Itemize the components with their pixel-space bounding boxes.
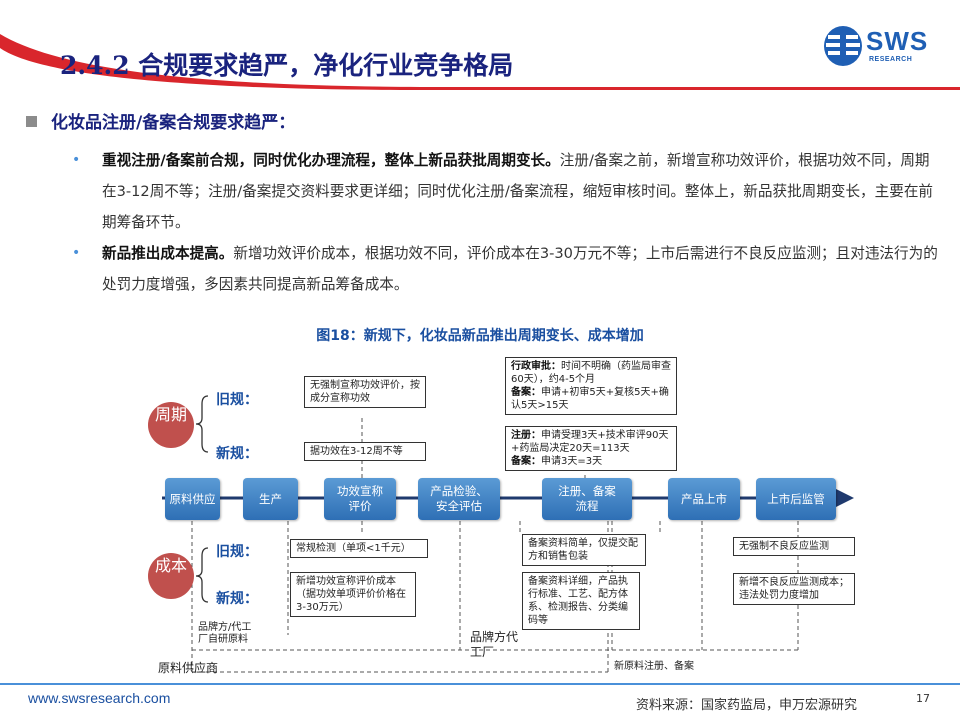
note-bold: 备案：	[511, 387, 541, 398]
cost-new-label: 新规：	[216, 591, 258, 607]
cycle-circle: 周期	[148, 402, 194, 448]
cost-old-label: 旧规：	[216, 544, 258, 560]
note-text: 时间不明确（药监局审查60天），约4-5个月	[511, 361, 671, 385]
brand-factory-label: 品牌方/代工厂自研原料	[198, 622, 252, 645]
note-bold: 行政审批：	[511, 361, 561, 372]
stage-production: 生产	[243, 478, 298, 520]
sws-logo: SWS RESEARCH	[822, 24, 942, 70]
section-heading-text: 化妆品注册/备案合规要求趋严：	[51, 113, 296, 133]
section-heading: 化妆品注册/备案合规要求趋严：	[26, 108, 296, 133]
page-title: 2.4.2 合规要求趋严，净化行业竞争格局	[60, 51, 514, 80]
bullet-bold: 新品推出成本提高。	[102, 245, 234, 262]
stage-efficacy-evaluation: 功效宣称评价	[324, 478, 396, 520]
footer-url[interactable]: www.swsresearch.com	[28, 690, 171, 706]
material-supplier-label: 原料供应商	[158, 661, 219, 675]
footer-divider	[0, 683, 960, 685]
bullet-bold: 重视注册/备案前合规，同时优化办理流程，整体上新品获批周期变长。	[102, 152, 560, 169]
header-swoosh	[0, 0, 960, 90]
note-text: 申请+初审5天+复核5天+确认5天>15天	[511, 387, 669, 411]
bullet-item: • 新品推出成本提高。新增功效评价成本，根据功效不同，评价成本在3-30万元不等…	[72, 238, 942, 300]
cost-new-test-note: 新增功效宣称评价成本（据功效单项评价价格在3-30万元）	[290, 572, 416, 617]
note-bold: 备案：	[511, 456, 541, 467]
note-bold: 注册：	[511, 430, 541, 441]
cycle-new-registration-note: 注册：申请受理3天+技术审评90天+药监局决定20天=113天 备案：申请3天=…	[505, 426, 677, 471]
cycle-old-efficacy-note: 无强制宣称功效评价，按成分宣称功效	[304, 376, 426, 408]
figure-title: 图18：新规下，化妆品新品推出周期变长、成本增加	[316, 328, 644, 344]
logo-subtext: RESEARCH	[869, 56, 913, 63]
footer-source: 资料来源：国家药监局，申万宏源研究	[636, 698, 858, 713]
logo-text: SWS	[866, 26, 929, 56]
stage-product-testing: 产品检验、安全评估	[418, 478, 500, 520]
note-text: 申请3天=3天	[541, 456, 603, 467]
stage-post-market: 上市后监管	[756, 478, 836, 520]
cost-old-test-note: 常规检测（单项<1千元）	[290, 539, 428, 558]
stage-registration: 注册、备案流程	[542, 478, 632, 520]
cycle-new-efficacy-note: 据功效在3-12周不等	[304, 442, 426, 461]
bullet-dot-icon: •	[72, 152, 81, 168]
stage-launch: 产品上市	[668, 478, 740, 520]
new-material-label: 新原料注册、备案	[614, 661, 694, 672]
cost-new-post-note: 新增不良反应监测成本；违法处罚力度增加	[733, 573, 855, 605]
bullet-dot-icon: •	[72, 245, 81, 261]
cost-old-post-note: 无强制不良反应监测	[733, 537, 855, 556]
cost-new-registration-note: 备案资料详细，产品执行标准、工艺、配方体系、检测报告、分类编码等	[522, 572, 640, 630]
cost-old-registration-note: 备案资料简单，仅提交配方和销售包装	[522, 534, 646, 566]
bullet-item: • 重视注册/备案前合规，同时优化办理流程，整体上新品获批周期变长。注册/备案之…	[72, 145, 942, 238]
note-text: 申请受理3天+技术审评90天+药监局决定20天=113天	[511, 430, 669, 454]
page-number: 17	[916, 692, 930, 705]
cycle-old-registration-note: 行政审批：时间不明确（药监局审查60天），约4-5个月 备案：申请+初审5天+复…	[505, 357, 677, 415]
bullet-text: 注册/备案之前，新增宣称功效评价，根据功效不同，周期在3-12周不等；注册/备案…	[102, 152, 934, 231]
square-bullet-icon	[26, 116, 37, 127]
sws-logo-icon	[824, 26, 862, 66]
brand-oem-label: 品牌方代工厂	[470, 630, 519, 659]
cycle-new-label: 新规：	[216, 446, 258, 462]
cycle-old-label: 旧规：	[216, 392, 258, 408]
cost-circle: 成本	[148, 553, 194, 599]
bullet-text: 新增功效评价成本，根据功效不同，评价成本在3-30万元不等；上市后需进行不良反应…	[102, 245, 938, 293]
stage-material-supply: 原料供应	[165, 478, 220, 520]
